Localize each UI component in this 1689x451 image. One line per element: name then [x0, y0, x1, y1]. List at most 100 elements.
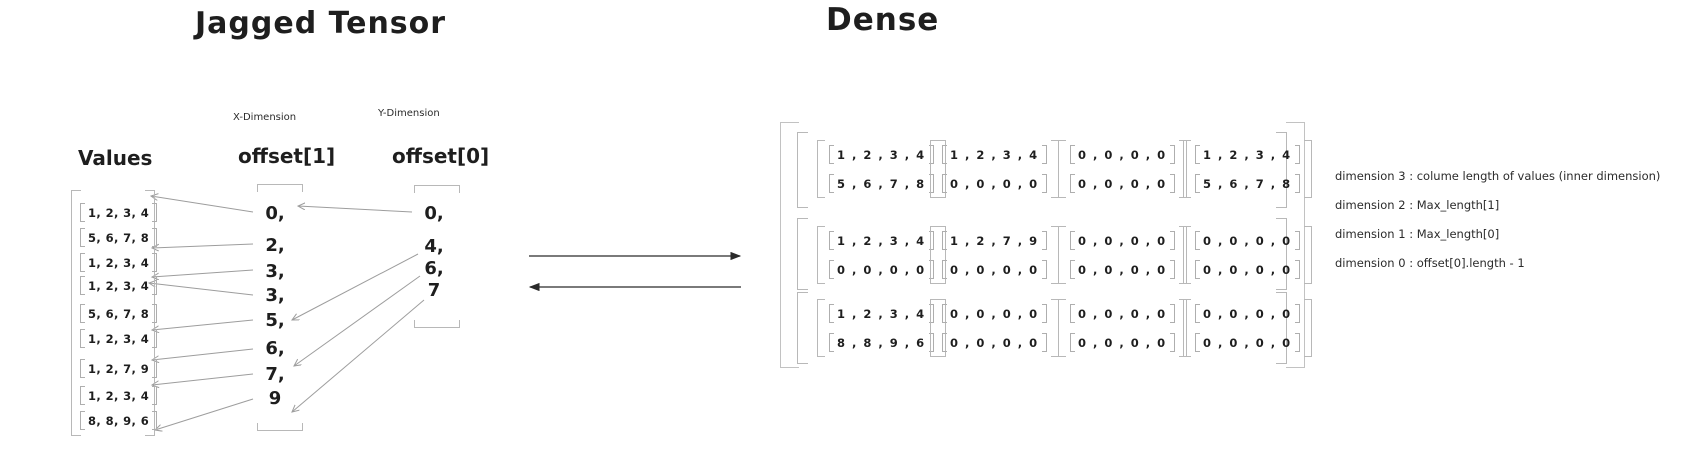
- bracket-close-icon: [1294, 333, 1300, 352]
- arrow-offset1-3b-to-values: [149, 283, 254, 296]
- bracket-close-icon: [937, 226, 946, 284]
- offset1-value: 9: [268, 388, 282, 409]
- bracket-close-icon: [1169, 145, 1175, 164]
- dense-matrix: 0 , 0 , 0 , 0 0 , 0 , 0 , 0: [1058, 140, 1187, 198]
- offset1-value: 5,: [265, 310, 285, 331]
- offset0-top-bracket: [414, 185, 460, 193]
- legend-dimension-3: dimension 3 : colume length of values (i…: [1335, 169, 1661, 183]
- dense-row2-bracket-right: [1276, 218, 1287, 290]
- dense-matrix: 0 , 0 , 0 , 0 0 , 0 , 0 , 0: [930, 299, 1059, 357]
- offset0-value: 4,: [424, 236, 444, 257]
- dense-matrix: 1 , 2 , 3 , 4 5 , 6 , 7 , 8: [1183, 140, 1312, 198]
- bracket-close-icon: [152, 276, 158, 295]
- bracket-close-icon: [1169, 231, 1175, 250]
- bracket-open-icon: [80, 228, 85, 247]
- matrix-row: 1 , 2 , 3 , 4: [942, 145, 1047, 164]
- bracket-open-icon: [80, 276, 85, 295]
- bracket-open-icon: [930, 299, 938, 357]
- bracket-close-icon: [1041, 260, 1047, 279]
- matrix-row: 0 , 0 , 0 , 0: [942, 333, 1047, 352]
- bracket-open-icon: [829, 145, 834, 164]
- bracket-close-icon: [1303, 226, 1312, 284]
- arrow-offset1-2-to-values: [152, 243, 254, 248]
- bracket-close-icon: [928, 304, 934, 323]
- bracket-close-icon: [1294, 304, 1300, 323]
- bracket-close-icon: [1041, 333, 1047, 352]
- bracket-close-icon: [1178, 226, 1187, 284]
- bracket-open-icon: [829, 174, 834, 193]
- dense-outer-bracket-left: [780, 122, 799, 368]
- bracket-close-icon: [1303, 140, 1312, 198]
- bracket-open-icon: [1195, 145, 1200, 164]
- dense-row2-bracket-left: [797, 218, 808, 290]
- bracket-open-icon: [1058, 140, 1066, 198]
- bracket-close-icon: [1041, 174, 1047, 193]
- bracket-open-icon: [942, 304, 947, 323]
- bracket-open-icon: [942, 174, 947, 193]
- bracket-open-icon: [942, 333, 947, 352]
- dense-matrix: 0 , 0 , 0 , 0 0 , 0 , 0 , 0: [1183, 226, 1312, 284]
- values-row: 1, 2, 3, 4: [80, 253, 158, 272]
- x-dimension-label: X-Dimension: [233, 112, 297, 123]
- bracket-close-icon: [152, 304, 158, 323]
- offset1-value: 2,: [265, 235, 285, 256]
- dense-outer-bracket-right: [1286, 122, 1305, 368]
- dense-row1-bracket-left: [797, 132, 808, 208]
- values-row: 1, 2, 7, 9: [80, 359, 158, 378]
- values-row: 1, 2, 3, 4: [80, 276, 158, 295]
- bracket-close-icon: [152, 253, 158, 272]
- bracket-close-icon: [928, 333, 934, 352]
- bracket-close-icon: [1169, 174, 1175, 193]
- bracket-close-icon: [1169, 260, 1175, 279]
- bracket-open-icon: [1195, 304, 1200, 323]
- arrow-offset1-7-to-values: [152, 373, 254, 385]
- matrix-row: 1 , 2 , 3 , 4: [1195, 145, 1300, 164]
- legend-dimension-1: dimension 1 : Max_length[0]: [1335, 227, 1500, 241]
- bracket-close-icon: [1178, 140, 1187, 198]
- matrix-row: 0 , 0 , 0 , 0: [1070, 231, 1175, 250]
- dense-matrix: 1 , 2 , 3 , 4 0 , 0 , 0 , 0: [817, 226, 946, 284]
- arrow-offset0-0-to-offset1: [298, 206, 413, 213]
- bracket-close-icon: [152, 203, 158, 222]
- bracket-open-icon: [1183, 299, 1191, 357]
- values-row: 1, 2, 3, 4: [80, 203, 158, 222]
- bracket-open-icon: [80, 386, 85, 405]
- bracket-close-icon: [152, 386, 158, 405]
- bracket-open-icon: [1183, 226, 1191, 284]
- bracket-close-icon: [1169, 304, 1175, 323]
- dense-row3-bracket-right: [1276, 292, 1287, 364]
- arrow-offset1-5-to-values: [152, 319, 254, 330]
- matrix-row: 0 , 0 , 0 , 0: [1195, 333, 1300, 352]
- bracket-close-icon: [1303, 299, 1312, 357]
- bracket-open-icon: [80, 411, 85, 430]
- bracket-close-icon: [152, 359, 158, 378]
- bracket-close-icon: [1041, 145, 1047, 164]
- bracket-close-icon: [152, 329, 158, 348]
- bracket-open-icon: [1070, 260, 1075, 279]
- dense-title: Dense: [826, 2, 940, 38]
- offset0-bottom-bracket: [414, 320, 460, 328]
- offset1-value: 6,: [265, 338, 285, 359]
- bracket-close-icon: [1169, 333, 1175, 352]
- values-label: Values: [78, 146, 153, 170]
- matrix-row: 0 , 0 , 0 , 0: [1195, 304, 1300, 323]
- matrix-row: 0 , 0 , 0 , 0: [942, 260, 1047, 279]
- bracket-close-icon: [928, 145, 934, 164]
- bracket-open-icon: [1195, 231, 1200, 250]
- dense-row1-bracket-right: [1276, 132, 1287, 208]
- bracket-open-icon: [1195, 260, 1200, 279]
- bracket-close-icon: [937, 299, 946, 357]
- offset1-bottom-bracket: [257, 423, 303, 431]
- dense-matrix: 0 , 0 , 0 , 0 0 , 0 , 0 , 0: [1058, 226, 1187, 284]
- values-row: 8, 8, 9, 6: [80, 411, 158, 430]
- bracket-open-icon: [930, 140, 938, 198]
- bracket-open-icon: [1070, 174, 1075, 193]
- dense-matrix: 0 , 0 , 0 , 0 0 , 0 , 0 , 0: [1058, 299, 1187, 357]
- bracket-open-icon: [80, 304, 85, 323]
- matrix-row: 1 , 2 , 3 , 4: [829, 304, 934, 323]
- bracket-close-icon: [1294, 174, 1300, 193]
- values-row: 5, 6, 7, 8: [80, 304, 158, 323]
- bracket-open-icon: [829, 333, 834, 352]
- legend-dimension-2: dimension 2 : Max_length[1]: [1335, 198, 1500, 212]
